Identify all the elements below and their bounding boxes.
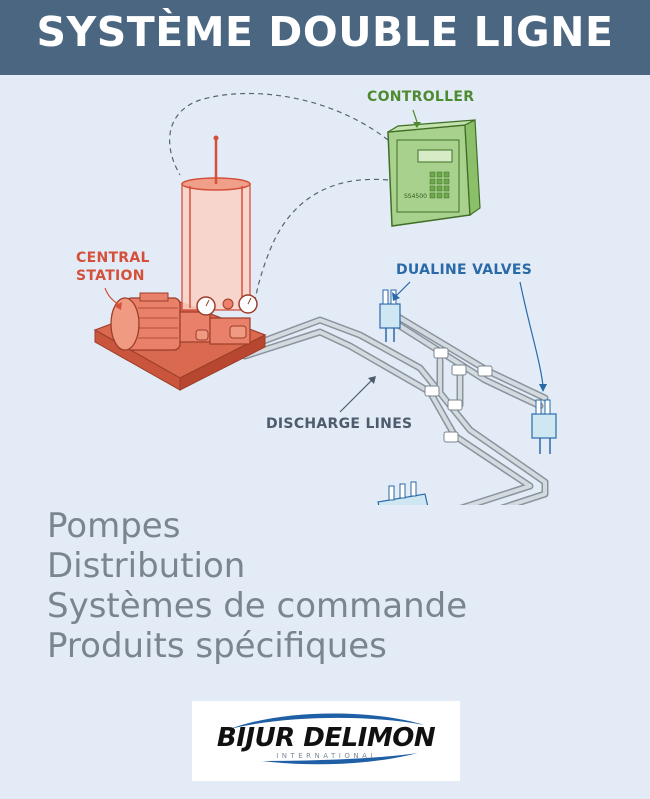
discharge-pipes — [241, 314, 549, 505]
feature-item: Pompes — [47, 506, 181, 546]
system-diagram: SS4500 — [93, 92, 557, 505]
arrow-dualine-upper — [395, 281, 411, 297]
title-banner: SYSTÈME DOUBLE LIGNE — [0, 0, 650, 75]
controller-box: SS4500 — [387, 119, 481, 227]
signal-line-top — [169, 92, 389, 176]
arrow-dualine-lower — [519, 281, 544, 387]
feature-list: Pompes Distribution Systèmes de commande… — [47, 506, 467, 666]
arrow-central — [104, 287, 119, 305]
page-title: SYSTÈME DOUBLE LIGNE — [36, 8, 614, 56]
arrow-discharge — [339, 379, 373, 413]
arrow-controller — [412, 109, 418, 123]
bijur-delimon-logo: BIJUR DELIMON INTERNATIONAL — [192, 701, 460, 781]
central-station-pump — [93, 135, 267, 391]
logo-swoosh — [230, 713, 424, 765]
callout-discharge-lines: DISCHARGE LINES — [266, 416, 413, 432]
feature-item: Produits spécifiques — [47, 626, 387, 666]
dualine-valve-lower — [531, 399, 557, 454]
logo-brand: BIJUR DELIMON — [216, 723, 436, 753]
dualine-manifold-lower — [377, 481, 429, 505]
controller-model: SS4500 — [404, 193, 427, 200]
callout-dualine-valves: DUALINE VALVES — [396, 262, 533, 278]
callout-controller: CONTROLLER — [367, 89, 475, 105]
callout-central-station-line1: CENTRAL — [76, 250, 150, 266]
feature-item: Distribution — [47, 546, 246, 586]
callout-central-station-line2: STATION — [76, 268, 145, 284]
signal-line-bottom — [254, 178, 389, 301]
logo-subtitle: INTERNATIONAL — [276, 752, 378, 760]
feature-item: Systèmes de commande — [47, 586, 468, 626]
callout-central-station: CENTRAL STATION — [76, 249, 150, 285]
